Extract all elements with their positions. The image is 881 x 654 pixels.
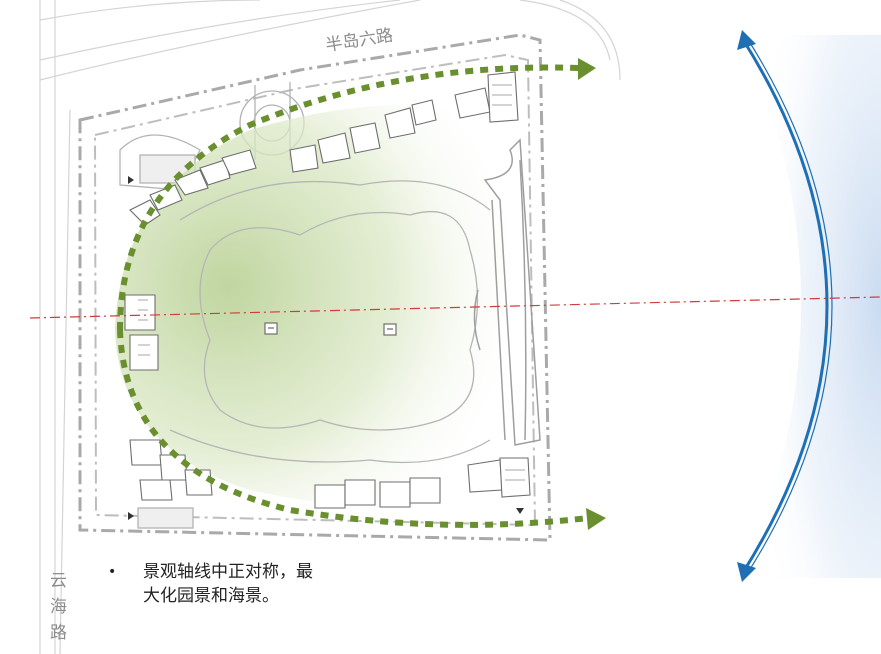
bullet-point: • <box>108 564 117 580</box>
road-west-label-1: 云 <box>50 571 67 591</box>
note-line-2: 大化园景和海景。 <box>143 586 279 606</box>
entry-markers <box>128 176 524 520</box>
road-north-label: 半岛六路 <box>324 26 394 56</box>
road-lines <box>39 0 621 654</box>
residential-buildings <box>124 71 531 509</box>
pavilion-markers <box>264 322 397 336</box>
double-arrow-arc-icon <box>737 30 833 582</box>
axis-line <box>29 296 881 319</box>
note-text: 景观轴线中正对称，最 大化园景和海景。 <box>143 560 383 608</box>
site-boundary <box>78 33 552 542</box>
garden-outline <box>169 180 491 464</box>
road-west-label-2: 海 <box>50 597 67 617</box>
central-lawn <box>115 104 520 508</box>
sweep-arrows <box>117 64 589 528</box>
building-details <box>138 84 525 481</box>
note-line-1: 景观轴线中正对称，最 <box>143 562 313 582</box>
east-promenade <box>473 138 541 446</box>
sea-view-glow <box>742 35 881 578</box>
arrow-head-icon <box>578 58 606 530</box>
road-west-label-3: 路 <box>50 623 67 643</box>
